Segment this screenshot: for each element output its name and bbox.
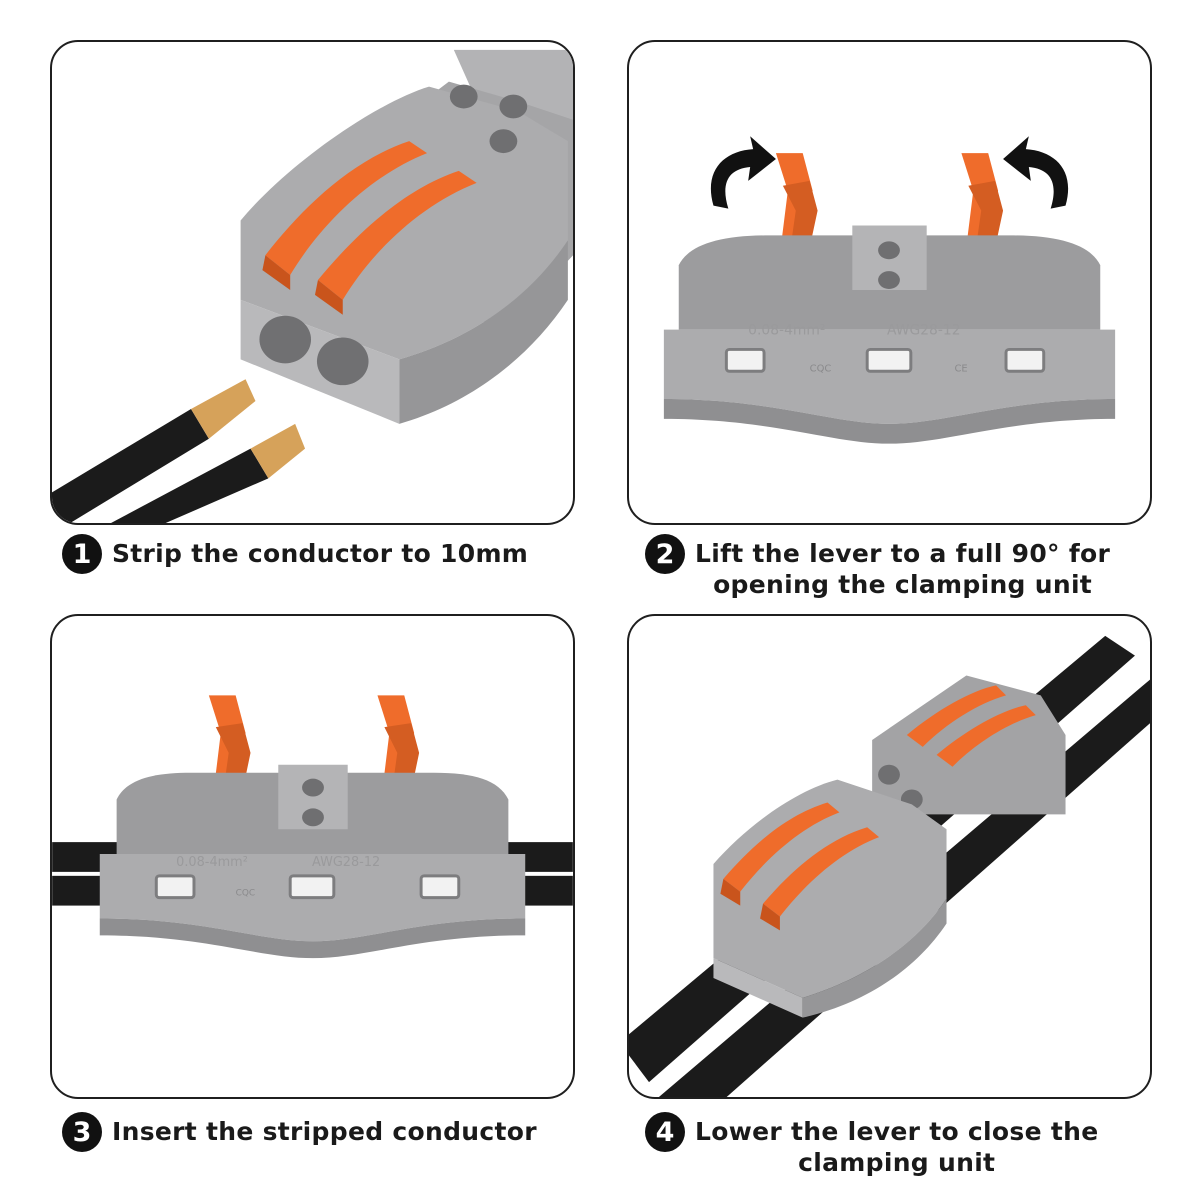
step-2-caption: 2 Lift the lever to a full 90° for openi…: [645, 534, 1110, 600]
step-4-panel: [627, 614, 1152, 1099]
test-hole: [449, 84, 478, 109]
wire-entry: [865, 347, 913, 373]
test-hole: [499, 94, 528, 119]
wire-entry: [259, 315, 312, 364]
wire-entry: [154, 874, 196, 900]
test-hole: [878, 271, 900, 289]
step-2-text-line-2: opening the clamping unit: [713, 570, 1093, 599]
rotate-right-arrow-icon: [1003, 136, 1069, 209]
step-2-panel: 0.08-4mm² AWG28-12 CQC CE: [627, 40, 1152, 525]
marking-cqc: CQC: [810, 363, 832, 374]
test-hole: [878, 764, 900, 785]
step-3-illustration: 0.08-4mm² AWG28-12 CQC: [52, 695, 573, 959]
wire-entry: [1004, 347, 1046, 373]
wire-entry: [419, 874, 461, 900]
step-1-caption: 1 Strip the conductor to 10mm: [62, 534, 528, 574]
step-2-illustration: 0.08-4mm² AWG28-12 CQC CE: [663, 136, 1116, 444]
marking-gauge: AWG28-12: [887, 323, 961, 339]
lever: [760, 827, 880, 931]
lever: [720, 802, 840, 906]
step-4-illustration: [629, 635, 1150, 1097]
test-hole: [489, 129, 518, 154]
marking-range: 0.08-4mm²: [748, 323, 825, 339]
step-number-badge: 1: [62, 534, 102, 574]
connector-housing: 0.08-4mm² AWG28-12 CQC CE: [663, 225, 1116, 444]
wire-entry: [724, 347, 766, 373]
wire-entry: [316, 337, 369, 386]
test-hole: [302, 778, 324, 797]
marking-cqc: CQC: [236, 889, 255, 899]
step-2-text-line-1: Lift the lever to a full 90° for: [695, 539, 1111, 568]
step-number-badge: 3: [62, 1112, 102, 1152]
step-1-panel: [50, 40, 575, 525]
cable: [111, 423, 306, 523]
step-number-badge: 4: [645, 1112, 685, 1152]
marking-gauge: AWG28-12: [312, 855, 380, 870]
lever: [314, 170, 477, 315]
lever: [906, 685, 1007, 747]
marking-ce: CE: [954, 363, 967, 374]
cable: [52, 379, 256, 523]
step-3-caption: 3 Insert the stripped conductor: [62, 1112, 537, 1152]
wire-entry: [288, 874, 336, 900]
step-4-text-line-2: clamping unit: [798, 1148, 996, 1177]
test-hole: [878, 241, 900, 260]
lever: [936, 705, 1036, 767]
connector-back: [872, 675, 1066, 815]
step-number-badge: 2: [645, 534, 685, 574]
step-1-illustration: [52, 49, 573, 523]
test-hole: [302, 808, 324, 827]
step-4-text-line-1: Lower the lever to close the: [695, 1117, 1099, 1146]
lever: [262, 141, 428, 290]
marking-range: 0.08-4mm²: [176, 855, 248, 870]
step-2-text: Lift the lever to a full 90° for opening…: [695, 534, 1110, 600]
connector-housing: 0.08-4mm² AWG28-12 CQC: [99, 764, 526, 959]
step-3-text: Insert the stripped conductor: [112, 1117, 537, 1146]
step-4-caption: 4 Lower the lever to close the clamping …: [645, 1112, 1098, 1178]
step-4-text: Lower the lever to close the clamping un…: [695, 1112, 1098, 1178]
step-3-panel: 0.08-4mm² AWG28-12 CQC: [50, 614, 575, 1099]
step-1-text: Strip the conductor to 10mm: [112, 539, 529, 568]
rotate-left-arrow-icon: [710, 136, 776, 209]
